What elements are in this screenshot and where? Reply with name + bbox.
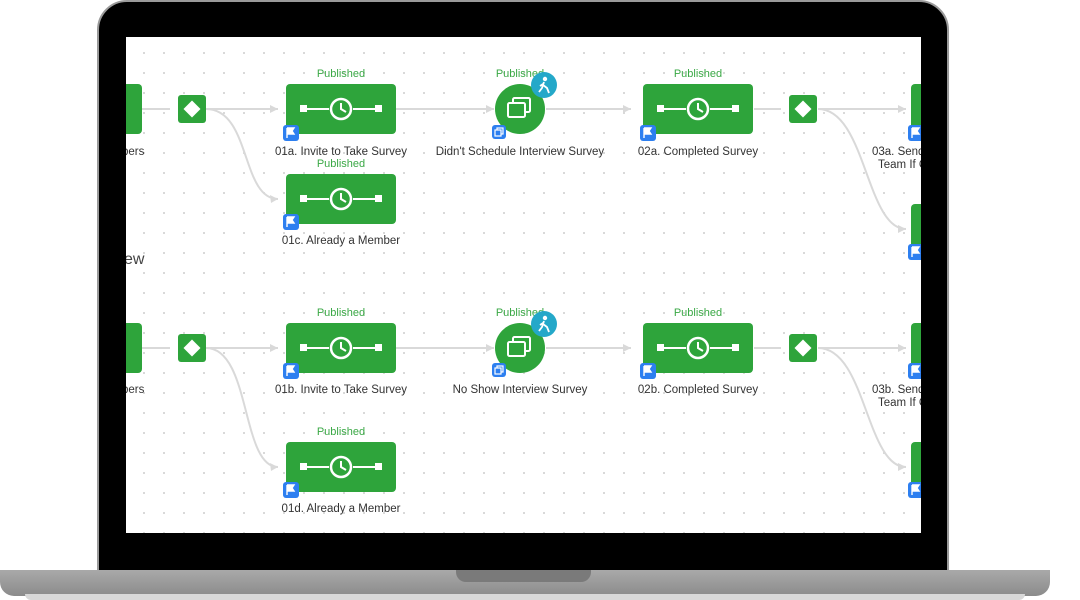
- clock-icon: [300, 187, 382, 211]
- flag-icon: [908, 363, 921, 379]
- copy-icon: [492, 363, 506, 377]
- decision-diamond-icon[interactable]: [789, 95, 817, 123]
- node-label-03b-line2: Team If C: [878, 397, 921, 409]
- status-published: Published: [495, 307, 545, 319]
- status-published: Published: [316, 307, 366, 319]
- status-published: Published: [316, 68, 366, 80]
- copy-icon: [492, 125, 506, 139]
- partial-node[interactable]: [126, 84, 142, 134]
- flag-icon: [640, 363, 656, 379]
- flag-icon: [908, 244, 921, 260]
- partial-node[interactable]: [911, 442, 921, 492]
- node-label-no-show: No Show Interview Survey: [452, 384, 588, 396]
- partial-node-label: bers: [126, 384, 145, 396]
- node-label-03a: 03a. Send: [872, 146, 921, 158]
- flag-icon: [640, 125, 656, 141]
- node-label-didnt-schedule: Didn't Schedule Interview Survey: [435, 146, 605, 158]
- connector-lines: [142, 105, 907, 471]
- delay-node-01c[interactable]: [286, 174, 396, 224]
- delay-node-01d[interactable]: [286, 442, 396, 492]
- status-published: Published: [495, 68, 545, 80]
- status-published: Published: [316, 158, 366, 170]
- flag-icon: [283, 363, 299, 379]
- node-label-01c: 01c. Already a Member: [281, 235, 401, 247]
- node-label-01a: 01a. Invite to Take Survey: [274, 146, 408, 158]
- node-label-03a-line2: Team If C: [878, 159, 921, 171]
- delay-node-02b[interactable]: [643, 323, 753, 373]
- status-published: Published: [316, 426, 366, 438]
- clock-icon: [300, 97, 382, 121]
- node-label-03b: 03b. Send: [872, 384, 921, 396]
- workflow-canvas[interactable]: bers ew bers Published 01a. Invite to Ta…: [126, 37, 921, 533]
- node-label-02a: 02a. Completed Survey: [637, 146, 759, 158]
- node-label-02b: 02b. Completed Survey: [637, 384, 759, 396]
- partial-node-label: bers: [126, 146, 145, 158]
- window-stack-icon: [507, 97, 531, 118]
- flag-icon: [283, 214, 299, 230]
- walking-person-icon: [531, 72, 557, 98]
- decision-diamond-icon[interactable]: [178, 95, 206, 123]
- partial-node-03b[interactable]: [911, 323, 921, 373]
- flag-icon: [283, 125, 299, 141]
- status-published: Published: [673, 68, 723, 80]
- partial-node[interactable]: [126, 323, 142, 373]
- clock-icon: [657, 97, 739, 121]
- laptop-notch: [456, 570, 591, 582]
- partial-node[interactable]: [911, 204, 921, 254]
- delay-node-01a[interactable]: [286, 84, 396, 134]
- decision-diamond-icon[interactable]: [178, 334, 206, 362]
- laptop-base-shadow: [25, 594, 1025, 600]
- node-label-01d: 01d. Already a Member: [281, 503, 401, 515]
- section-title-fragment: ew: [126, 251, 145, 268]
- clock-icon: [300, 336, 382, 360]
- clock-icon: [657, 336, 739, 360]
- walking-person-icon: [531, 311, 557, 337]
- delay-node-01b[interactable]: [286, 323, 396, 373]
- window-stack-icon: [507, 336, 531, 357]
- node-label-01b: 01b. Invite to Take Survey: [274, 384, 408, 396]
- status-published: Published: [673, 307, 723, 319]
- flag-icon: [908, 482, 921, 498]
- clock-icon: [300, 455, 382, 479]
- decision-diamond-icon[interactable]: [789, 334, 817, 362]
- flag-icon: [283, 482, 299, 498]
- flag-icon: [908, 125, 921, 141]
- delay-node-02a[interactable]: [643, 84, 753, 134]
- partial-node-03a[interactable]: [911, 84, 921, 134]
